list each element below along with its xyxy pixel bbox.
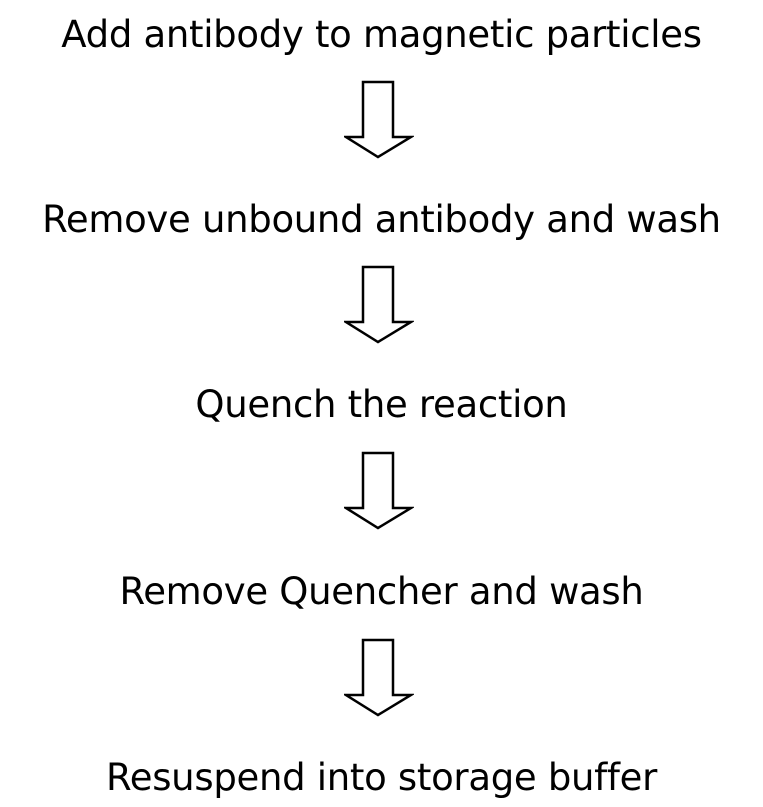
step-4: Remove Quencher and wash xyxy=(119,570,644,613)
down-arrow-icon xyxy=(344,638,414,717)
step-2: Remove unbound antibody and wash xyxy=(42,198,721,241)
down-arrow-icon xyxy=(344,80,414,159)
step-5: Resuspend into storage buffer xyxy=(106,756,657,799)
down-arrow-icon xyxy=(344,265,414,344)
step-3: Quench the reaction xyxy=(195,383,568,426)
down-arrow-icon xyxy=(344,451,414,530)
step-1: Add antibody to magnetic particles xyxy=(61,13,702,56)
